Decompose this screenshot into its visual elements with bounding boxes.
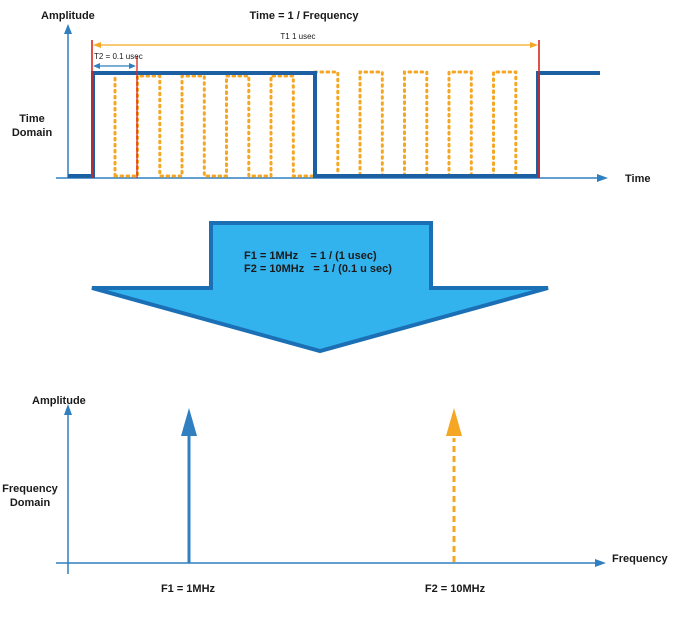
frequency-domain-panel: Amplitude Frequency Domain Frequency F1 … <box>2 395 668 595</box>
t1-right-arrowhead <box>530 42 538 48</box>
time-amplitude-label: Amplitude <box>41 10 95 22</box>
freq-x-axis-label: Frequency <box>612 553 669 565</box>
freq-x-axis-arrowhead <box>595 559 606 567</box>
t1-label: T1 1 usec <box>280 32 315 41</box>
time-domain-label-line2: Domain <box>12 127 53 139</box>
slow-square-wave <box>68 71 600 178</box>
arrow-text-line1: F1 = 1MHz = 1 / (1 usec) <box>244 250 377 262</box>
freq-amplitude-label: Amplitude <box>32 395 86 407</box>
arrow-text-line2: F2 = 10MHz = 1 / (0.1 u sec) <box>244 263 392 275</box>
freq-y-axis-arrowhead <box>64 404 72 415</box>
time-domain-panel: T1 1 usec T2 = 0.1 usec Amplitude Time =… <box>12 10 651 185</box>
time-y-axis-arrowhead <box>64 24 72 34</box>
fast-square-wave <box>113 70 538 178</box>
f2-arrowhead <box>446 408 462 436</box>
time-x-axis-arrowhead <box>597 174 608 182</box>
t1-left-arrowhead <box>93 42 101 48</box>
big-down-arrow <box>91 221 549 354</box>
f1-label: F1 = 1MHz <box>161 583 216 595</box>
f1-arrowhead <box>181 408 197 436</box>
t2-label: T2 = 0.1 usec <box>94 52 143 61</box>
freq-domain-label-line2: Domain <box>10 497 51 509</box>
f2-label: F2 = 10MHz <box>425 583 486 595</box>
time-x-axis-label: Time <box>625 173 650 185</box>
time-title: Time = 1 / Frequency <box>250 10 360 22</box>
t2-left-arrowhead <box>93 63 100 69</box>
transform-arrow: F1 = 1MHz = 1 / (1 usec) F2 = 10MHz = 1 … <box>91 221 549 354</box>
freq-domain-label-line1: Frequency <box>2 483 59 495</box>
t2-right-arrowhead <box>129 63 136 69</box>
time-domain-label-line1: Time <box>19 113 44 125</box>
